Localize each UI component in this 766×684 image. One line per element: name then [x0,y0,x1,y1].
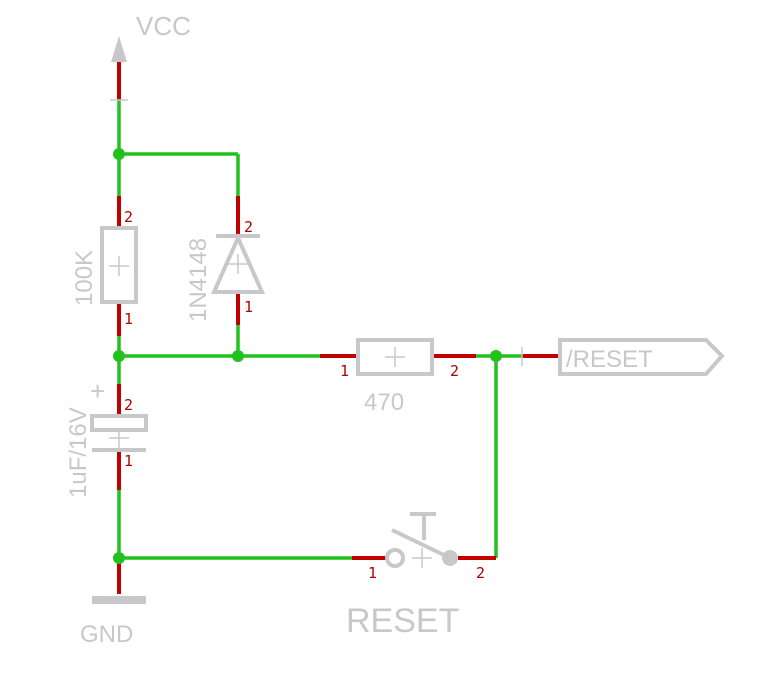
junction-dot [113,148,125,160]
wires [117,100,522,560]
pin-number: 1 [368,564,377,582]
vcc-arrow-icon [111,36,127,62]
switch-label: RESET [346,602,459,640]
junctions [113,148,502,564]
junction-dot [113,552,125,564]
capacitor-1uf: + 1uF/16V 2 1 [65,376,148,498]
junction-dot [490,350,502,362]
junction-dot [113,350,125,362]
net-label-text: /RESET [566,346,653,373]
pin-number: 1 [340,362,349,380]
resistor-body [356,338,434,376]
vcc-symbol: VCC [110,11,191,101]
pin-number: 2 [124,396,133,414]
pin-stubs [117,62,558,594]
pin-number: 1 [244,298,253,316]
vcc-label: VCC [136,11,191,41]
resistor-470: 470 1 2 [340,338,459,416]
resistor-body [100,226,138,304]
resistor-470-label: 470 [364,389,404,416]
switch-lever [391,528,447,558]
junction-dot [232,350,244,362]
resistor-100k-label: 100K [71,250,98,306]
reset-switch: RESET 1 2 [346,512,485,640]
resistor-100k: 100K 2 1 [71,208,138,328]
diode-label: 1N4148 [185,238,212,322]
gnd-symbol: GND [80,596,146,648]
pin-number: 1 [124,310,133,328]
switch-contact-closed-icon [442,550,458,566]
capacitor-plus-plate [90,414,148,432]
net-label-reset: /RESET [521,338,725,376]
pin-number: 2 [244,218,253,236]
pin-number: 2 [124,208,133,226]
capacitor-polarity-mark: + [90,376,105,406]
capacitor-label: 1uF/16V [65,407,92,498]
gnd-label: GND [80,621,133,648]
pin-number: 2 [450,362,459,380]
pin-number: 2 [476,564,485,582]
net-label-flag [558,338,725,376]
diode-1n4148: 1N4148 2 1 [185,218,266,322]
pin-number: 1 [124,452,133,470]
gnd-bar-icon [92,596,146,604]
switch-contact-open-icon [385,548,405,568]
diode-triangle-icon [210,233,266,294]
